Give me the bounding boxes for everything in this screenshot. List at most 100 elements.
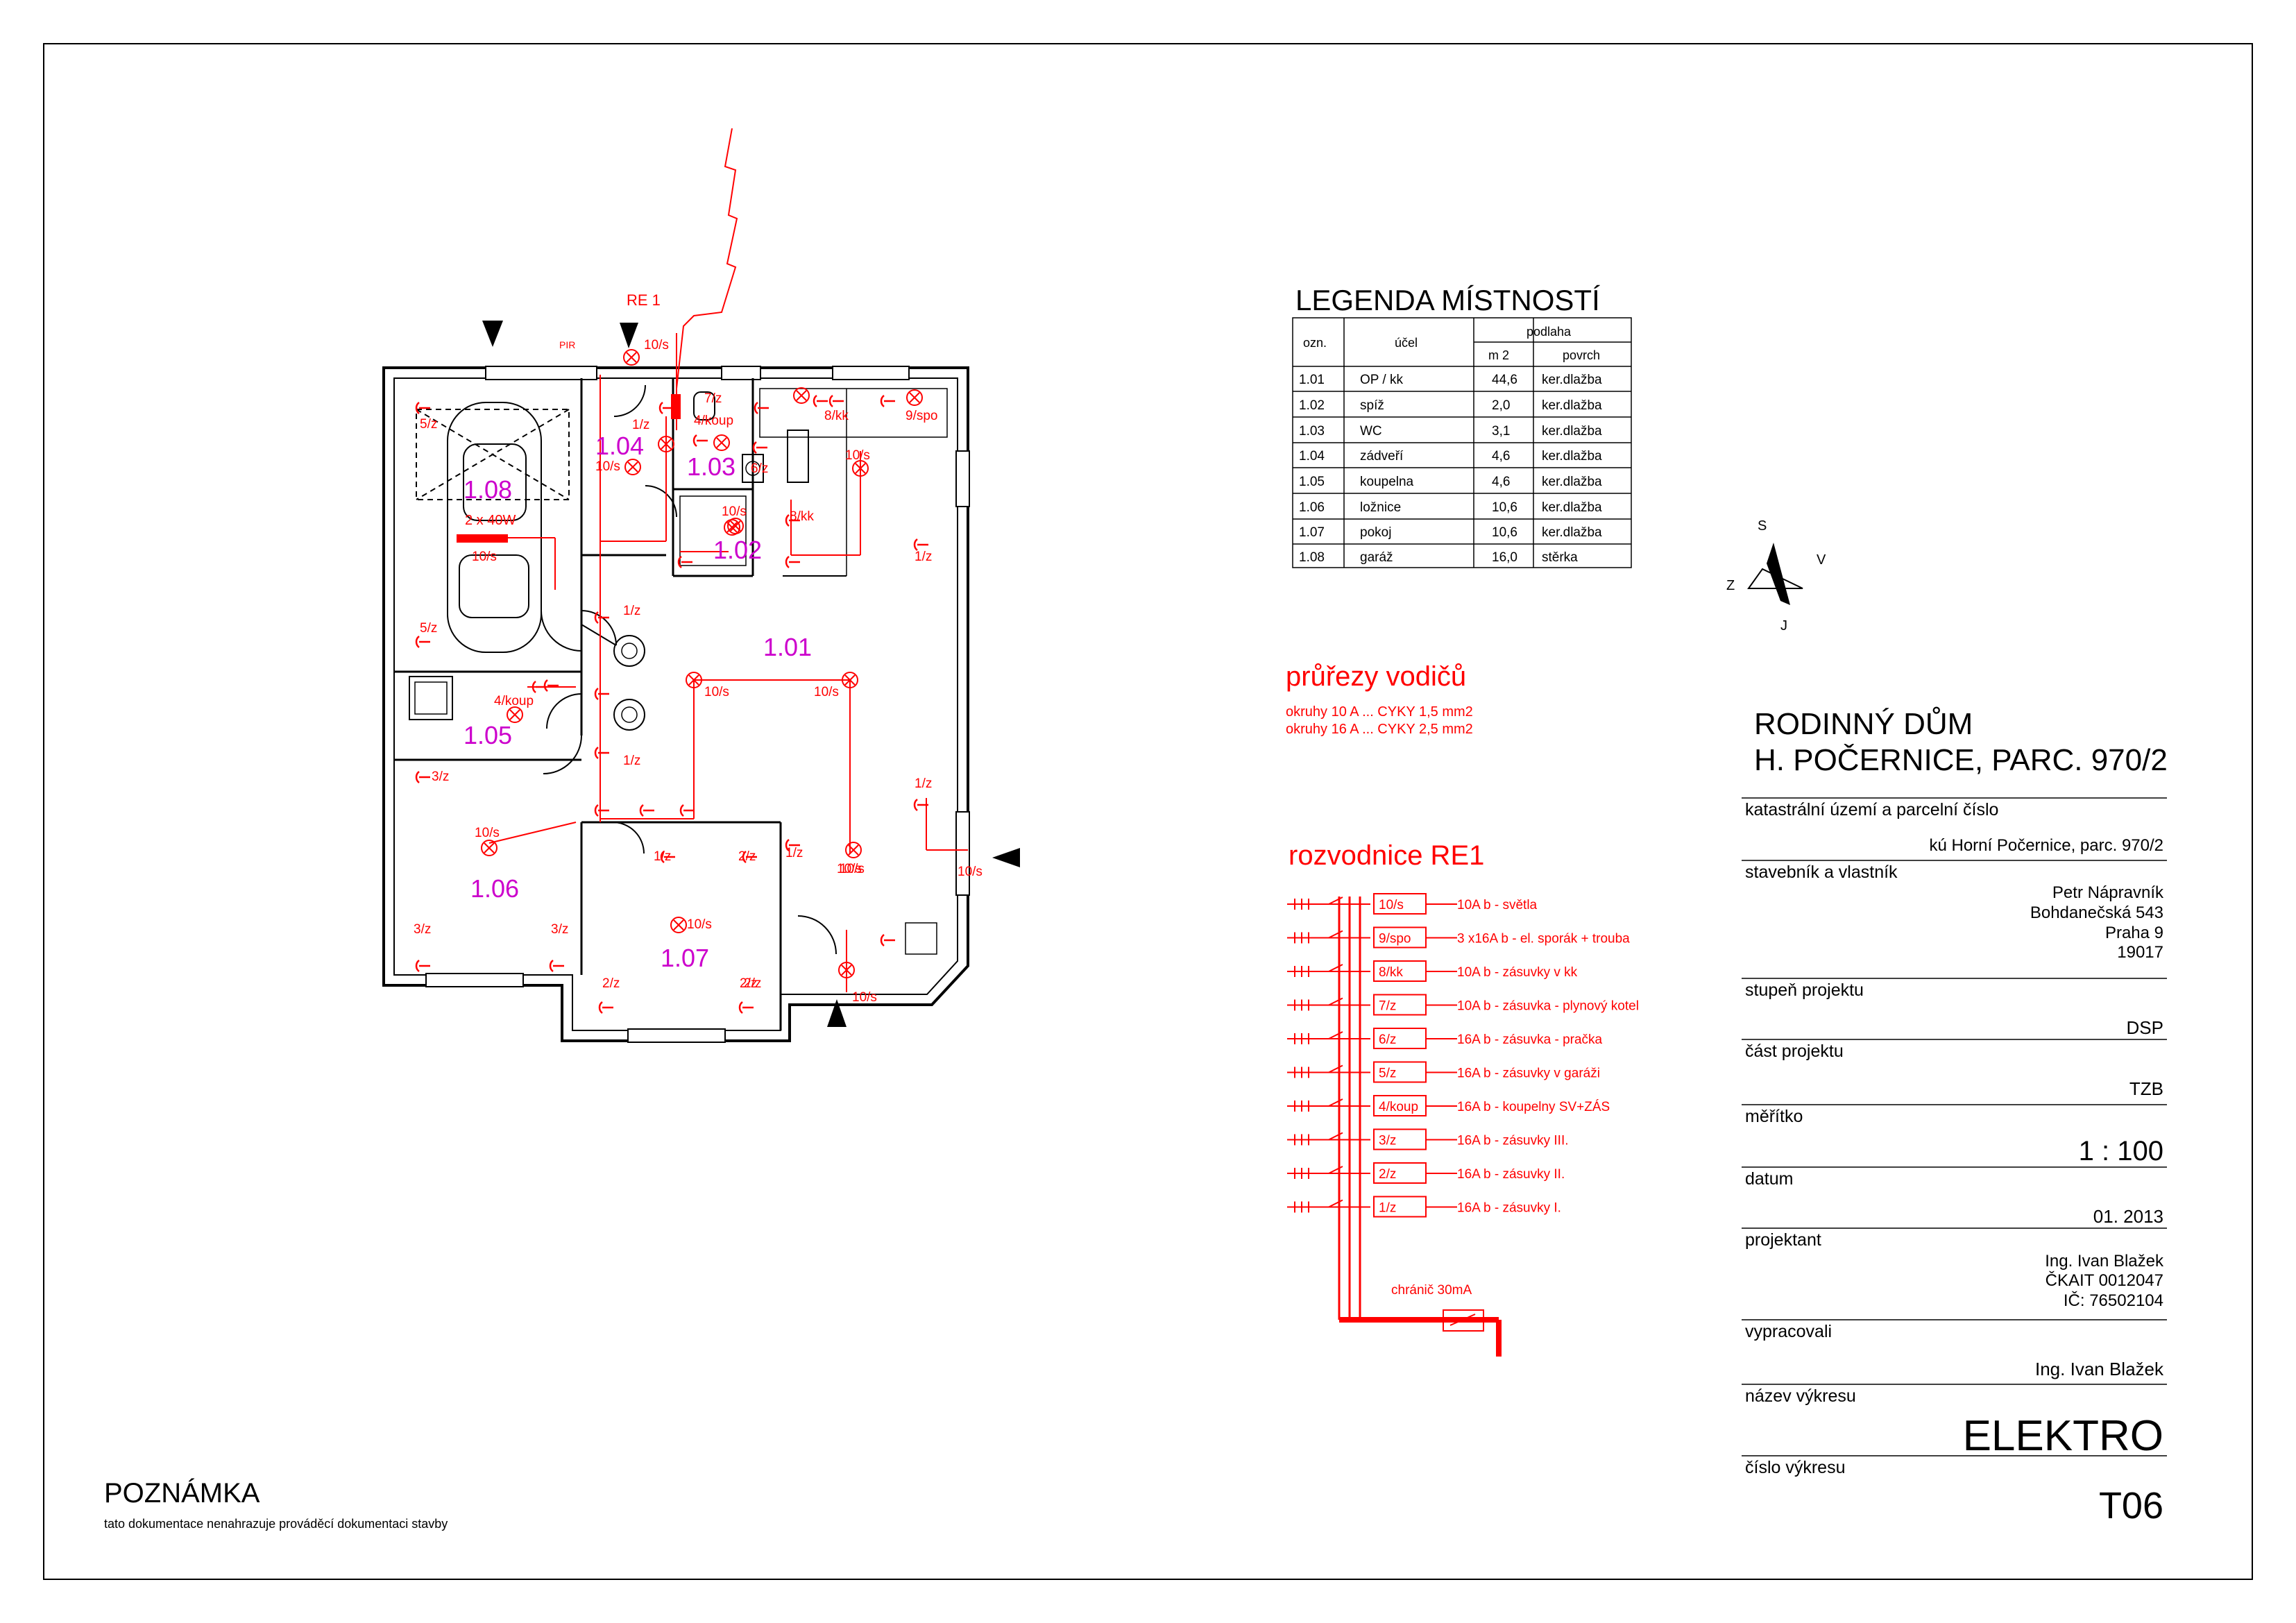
circuit-label: 10/s (595, 459, 620, 474)
socket-icon (415, 771, 430, 783)
legend-header-code: ozn. (1303, 336, 1327, 350)
title-field-value: Petr Nápravník (2052, 883, 2164, 902)
room-number-1-08: 1.08 (464, 475, 512, 504)
circuit-label: 6/z (751, 461, 768, 476)
light-fixture-icon (838, 962, 855, 978)
circuit-label: 3/z (551, 922, 568, 937)
title-field-label: datum (1745, 1169, 1793, 1189)
title-field-label: číslo výkresu (1745, 1458, 1845, 1477)
socket-icon (639, 804, 654, 817)
legend-cell-surface: ker.dlažba (1542, 500, 1602, 515)
title-field-value: kú Horní Počernice, parc. 970/2 (1929, 836, 2163, 855)
room-number-1-04: 1.04 (595, 432, 644, 460)
circuit-code: 1/z (1379, 1201, 1396, 1216)
circuit-label: 10/s (852, 990, 877, 1005)
board-label: RE 1 (627, 291, 661, 309)
wash-basin-bowl (745, 461, 760, 476)
legend-cell-surface: ker.dlažba (1542, 398, 1602, 413)
title-field-value: Ing. Ivan Blažek (2035, 1359, 2164, 1379)
circuit-code: 6/z (1379, 1033, 1396, 1047)
round-window (621, 643, 638, 659)
window (955, 811, 970, 896)
circuit-row: 2/z 16A b - zásuvky II. (1287, 1162, 1565, 1184)
socket-icon (785, 514, 800, 527)
circuit-label: 10/s (837, 862, 862, 876)
socket-icon (594, 804, 609, 817)
legend-header-floor: podlaha (1527, 325, 1572, 339)
circuit-label: 3/z (414, 922, 431, 937)
title-field-value: Bohdanečská 543 (2030, 903, 2163, 922)
title-field-value: Ing. Ivan Blažek (2045, 1252, 2164, 1271)
wire-sections-title: průřezy vodičů (1286, 661, 1466, 692)
light-fixture-icon (658, 436, 674, 452)
legend-cell-surface: ker.dlažba (1542, 449, 1602, 464)
window (721, 366, 761, 380)
socket-icon (677, 556, 692, 568)
circuit-code: 5/z (1379, 1067, 1396, 1081)
circuit-label: 4/koup (694, 414, 733, 428)
circuit-label: 1/z (915, 550, 932, 564)
circuit-label: 1/z (623, 754, 640, 768)
light-fixtures (481, 349, 923, 978)
circuit-description: 16A b - zásuvky I. (1457, 1201, 1561, 1216)
legend-cell-code: 1.07 (1299, 525, 1325, 540)
legend-cell-area: 2,0 (1492, 398, 1510, 413)
socket-icon (785, 839, 800, 851)
circuit-label: 10/s (840, 862, 865, 876)
window (627, 1028, 726, 1043)
legend-cell-purpose: spíž (1360, 398, 1384, 413)
circuit-label: 8/kk (790, 509, 814, 524)
circuit-label: 8/kk (824, 409, 849, 423)
round-window (613, 699, 645, 731)
legend-cell-purpose: koupelna (1360, 475, 1414, 489)
legend-cell-code: 1.01 (1299, 373, 1325, 387)
shower-tray (409, 676, 453, 720)
room-number-1-03: 1.03 (687, 452, 735, 481)
socket-icon (813, 395, 828, 407)
circuit-label: 10/s (644, 338, 669, 352)
boiler (905, 922, 937, 955)
circuit-code: 2/z (1379, 1167, 1396, 1182)
socket-icon (415, 636, 430, 648)
window (832, 366, 910, 380)
title-field-label: měřítko (1745, 1107, 1803, 1126)
legend-header-purpose: účel (1395, 336, 1418, 350)
socket-icon (880, 934, 895, 946)
legend-cell-surface: ker.dlažba (1542, 525, 1602, 540)
garage-light-fixture (457, 534, 508, 543)
socket-icon (658, 402, 674, 414)
circuit-label: 10/s (845, 448, 870, 463)
circuit-label: 1/z (915, 776, 932, 791)
outer-wall (382, 366, 969, 1042)
legend-cell-code: 1.04 (1299, 449, 1325, 464)
circuit-description: 3 x16A b - el. sporák + trouba (1457, 932, 1630, 946)
legend-cell-purpose: ložnice (1360, 500, 1401, 515)
room-numbers: 1.01 1.02 1.03 1.04 1.05 1.06 1.07 1.08 (464, 432, 812, 972)
circuit-label: 1/z (632, 418, 649, 432)
room-number-1-01: 1.01 (763, 633, 812, 661)
title-field-value: 01. 2013 (2093, 1206, 2163, 1227)
legend-cell-code: 1.02 (1299, 398, 1325, 413)
window (485, 366, 597, 380)
title-field-value: T06 (2099, 1485, 2163, 1527)
circuit-description: 16A b - zásuvky II. (1457, 1167, 1565, 1182)
garage-light-label: 2 x 40W (465, 513, 516, 528)
title-field: datum 01. 2013 (1742, 1166, 2167, 1227)
entry-arrow-icon (992, 848, 1020, 867)
legend-cell-area: 10,6 (1492, 525, 1517, 540)
socket-icon (415, 960, 430, 972)
wire-sections-line2: okruhy 16 A ... CYKY 2,5 mm2 (1286, 722, 1473, 737)
room-legend-title: LEGENDA MÍSTNOSTÍ (1295, 284, 1600, 316)
socket-icon (549, 960, 564, 972)
entry-arrow-icon (482, 321, 503, 347)
